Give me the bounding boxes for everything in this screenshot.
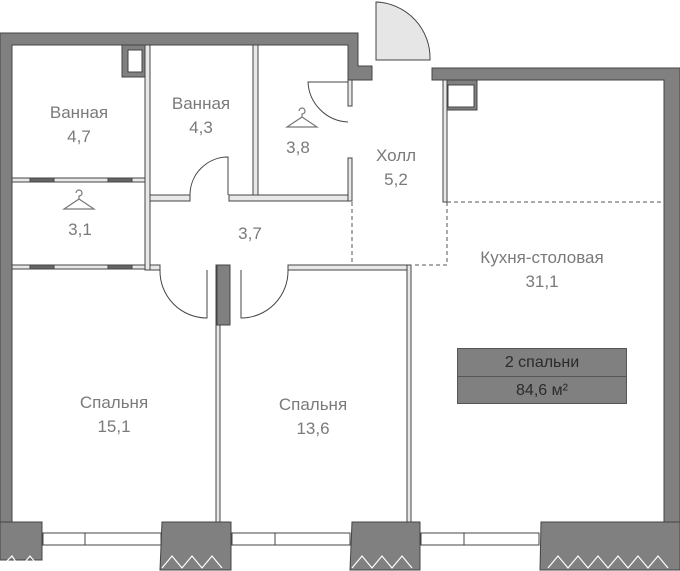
room-area: 5,2 [384,170,408,189]
room-area: 3,7 [238,224,262,243]
wall [442,79,448,203]
door [189,156,229,196]
room-name: Холл [375,146,417,165]
entrance-door [375,1,431,61]
room-area: 31,1 [525,272,559,291]
window [42,532,162,546]
pier [539,521,680,571]
door [159,269,208,319]
outer-wall-right [431,67,680,531]
room-name: Ванная [49,103,109,122]
total-area: 84,6 м² [516,382,568,399]
pier [349,521,421,571]
room-wardrobe-2: 3,1 [68,218,92,242]
hanger-icon [62,107,319,210]
summary-badge: 2 спальни 84,6 м² [457,348,627,404]
wall [149,264,161,271]
wall [228,194,353,202]
room-bedroom-1: Спальня 15,1 [80,391,148,439]
bedroom-count: 2 спальни [458,349,626,377]
wall [11,177,146,183]
door [307,81,349,123]
wall [347,157,353,202]
pillar [216,264,231,326]
room-corridor: 3,7 [238,222,262,246]
room-area: 15,1 [97,417,131,436]
room-bathroom-2: Ванная 4,3 [172,92,230,140]
wall [144,44,151,271]
room-wardrobe-1: 3,8 [286,136,310,160]
room-bedroom-2: Спальня 13,6 [279,393,347,441]
room-bathroom-1: Ванная 4,7 [50,101,108,149]
room-area: 4,7 [67,127,91,146]
wall [149,194,191,202]
window [420,532,540,546]
wall [11,264,146,270]
room-area: 4,3 [189,118,213,137]
room-kitchen-dining: Кухня-столовая 31,1 [480,246,603,294]
door [240,269,289,319]
room-area: 13,6 [296,419,330,438]
room-hall: Холл 5,2 [376,144,416,192]
room-name: Спальня [278,395,348,414]
room-area: 3,8 [286,138,310,157]
pier [0,521,43,561]
wall [406,264,412,526]
pier [159,521,232,571]
window [231,532,351,546]
room-name: Ванная [171,94,231,113]
wall [287,264,412,271]
room-name: Спальня [79,393,149,412]
room-name: Кухня-столовая [480,248,604,267]
room-area: 3,1 [68,220,92,239]
wall [252,44,259,196]
wall [347,79,353,107]
